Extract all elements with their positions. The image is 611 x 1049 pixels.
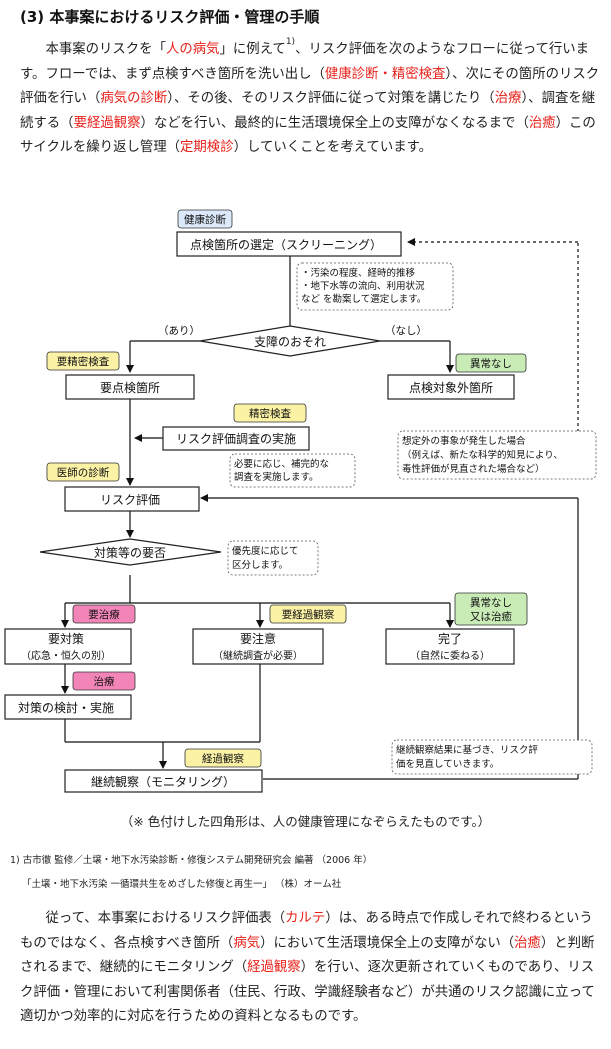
tag-no-abnormality-or-cured: 異常なし 又は治癒 bbox=[454, 592, 528, 626]
box-risk-assessment: リスク評価 bbox=[64, 486, 200, 512]
note-screening-criteria: ・汚染の程度、経時的推移 ・地下水等の流向、利用状況 など を勘案して選定します… bbox=[296, 262, 454, 311]
svg-text:異常なし: 異常なし bbox=[470, 596, 512, 609]
svg-text:精密検査: 精密検査 bbox=[249, 407, 291, 420]
svg-text:・汚染の程度、経時的推移: ・汚染の程度、経時的推移 bbox=[301, 267, 416, 279]
note-review-by-monitoring: 継続観察結果に基づき、リスク評 価を見直していきます。 bbox=[391, 739, 593, 775]
svg-text:区分します。: 区分します。 bbox=[232, 560, 288, 571]
svg-text:（応急・恒久の別）: （応急・恒久の別） bbox=[21, 649, 111, 662]
svg-text:継続観察結果に基づき、リスク評: 継続観察結果に基づき、リスク評 bbox=[396, 744, 538, 756]
box-countermeasure-implementation: 対策の検討・実施 bbox=[4, 694, 132, 720]
svg-text:想定外の事象が発生した場合: 想定外の事象が発生した場合 bbox=[402, 435, 526, 447]
closing-paragraph: 従って、本事案におけるリスク評価表（カルテ）は、ある時点で作成しそれで終わるとい… bbox=[20, 911, 595, 1025]
note-priority-classification: 優先度に応じて 区分します。 bbox=[227, 540, 319, 576]
svg-text:要精密検査: 要精密検査 bbox=[57, 355, 110, 368]
box-monitoring: 継続観察（モニタリング） bbox=[64, 769, 263, 793]
svg-text:要注意: 要注意 bbox=[240, 631, 276, 646]
tag-treatment-required: 要治療 bbox=[72, 604, 136, 624]
svg-text:調査を実施します。: 調査を実施します。 bbox=[234, 471, 319, 483]
svg-text:リスク評価: リスク評価 bbox=[100, 492, 160, 507]
svg-text:（例えば、新たな科学的知見により、: （例えば、新たな科学的知見により、 bbox=[402, 449, 563, 461]
svg-text:対策等の要否: 対策等の要否 bbox=[94, 546, 166, 560]
svg-text:など を勘案して選定します。: など を勘案して選定します。 bbox=[301, 293, 426, 305]
svg-text:・地下水等の流向、利用状況: ・地下水等の流向、利用状況 bbox=[301, 280, 425, 292]
svg-text:継続観察（モニタリング）: 継続観察（モニタリング） bbox=[91, 774, 235, 789]
svg-text:治療: 治療 bbox=[94, 675, 115, 688]
decision-impediment-risk: 支障のおそれ bbox=[199, 325, 381, 357]
note-supplementary-survey: 必要に応じ、補完的な 調査を実施します。 bbox=[229, 453, 356, 488]
svg-text:価を見直していきます。: 価を見直していきます。 bbox=[396, 758, 499, 770]
flowchart-caption: （※ 色付けした四角形は、人の健康管理になぞらえたものです。） bbox=[120, 814, 491, 829]
svg-text:異常なし: 異常なし bbox=[470, 357, 512, 370]
intro-paragraph: 本事案のリスクを「人の病気」に例えて1)、リスク評価を次のようなフローに従って行… bbox=[20, 37, 600, 156]
svg-text:（自然に委ねる）: （自然に委ねる） bbox=[410, 649, 490, 662]
branch-label-yes: （あり） bbox=[158, 325, 200, 337]
tag-follow-up-required: 要経過観察 bbox=[269, 604, 347, 624]
box-countermeasure-required: 要対策 （応急・恒久の別） bbox=[4, 628, 132, 665]
svg-text:医師の診断: 医師の診断 bbox=[57, 466, 110, 479]
flow-connectors bbox=[61, 238, 579, 780]
tag-follow-up: 経過観察 bbox=[184, 748, 262, 768]
svg-text:健康診断: 健康診断 bbox=[184, 213, 226, 226]
section-title: (3) 本事案におけるリスク評価・管理の手順 bbox=[20, 8, 320, 26]
branch-label-no: （なし） bbox=[385, 325, 427, 337]
note-unexpected-events: 想定外の事象が発生した場合 （例えば、新たな科学的知見により、 毒性評価が見直さ… bbox=[397, 430, 597, 480]
svg-text:要治療: 要治療 bbox=[88, 608, 120, 621]
tag-no-abnormality: 異常なし bbox=[455, 353, 527, 373]
svg-text:支障のおそれ: 支障のおそれ bbox=[254, 334, 326, 349]
tag-health-checkup: 健康診断 bbox=[177, 209, 233, 229]
box-excluded-site: 点検対象外箇所 bbox=[387, 374, 515, 400]
svg-text:毒性評価が見直された場合など）: 毒性評価が見直された場合など） bbox=[402, 463, 545, 475]
svg-text:リスク評価調査の実施: リスク評価調査の実施 bbox=[176, 431, 296, 446]
svg-text:完了: 完了 bbox=[438, 631, 462, 646]
svg-text:要対策: 要対策 bbox=[48, 632, 84, 646]
reference-line-1: 1) 古市徹 監修／土壌・地下水汚染診断・修復システム開発研究会 編著 （200… bbox=[10, 855, 373, 866]
box-completed: 完了 （自然に委ねる） bbox=[385, 628, 515, 665]
svg-text:要経過観察: 要経過観察 bbox=[282, 608, 335, 621]
reference-line-2: 「土壌・地下水汚染 一循環共生をめざした修復と再生一」 （株）オーム社 bbox=[22, 879, 342, 890]
box-caution: 要注意 （継続調査が必要） bbox=[192, 628, 324, 665]
svg-text:点検対象外箇所: 点検対象外箇所 bbox=[409, 381, 493, 395]
svg-text:（継続調査が必要）: （継続調査が必要） bbox=[213, 649, 303, 662]
tag-detailed-exam: 精密検査 bbox=[233, 403, 307, 423]
tag-doctor-diagnosis: 医師の診断 bbox=[46, 462, 120, 482]
decision-countermeasure-need: 対策等の要否 bbox=[39, 538, 222, 566]
box-risk-survey: リスク評価調査の実施 bbox=[162, 426, 310, 451]
svg-text:点検箇所の選定（スクリーニング）: 点検箇所の選定（スクリーニング） bbox=[190, 237, 382, 252]
svg-text:対策の検討・実施: 対策の検討・実施 bbox=[18, 700, 114, 715]
svg-text:又は治癒: 又は治癒 bbox=[470, 610, 512, 623]
svg-text:要点検箇所: 要点検箇所 bbox=[100, 381, 160, 395]
svg-text:優先度に応じて: 優先度に応じて bbox=[232, 545, 299, 557]
svg-text:経過観察: 経過観察 bbox=[202, 752, 244, 765]
box-screening: 点検箇所の選定（スクリーニング） bbox=[176, 231, 402, 257]
tag-treatment: 治療 bbox=[72, 671, 136, 691]
box-inspection-required-site: 要点検箇所 bbox=[65, 374, 195, 400]
tag-detailed-exam-required: 要精密検査 bbox=[46, 351, 120, 371]
svg-text:必要に応じ、補完的な: 必要に応じ、補完的な bbox=[234, 458, 329, 470]
